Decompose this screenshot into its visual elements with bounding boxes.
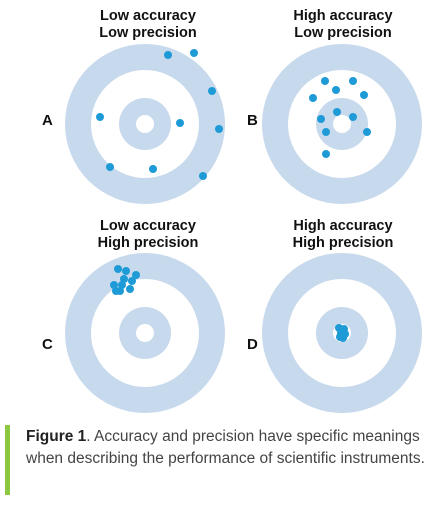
target-b-dot-1 — [321, 77, 329, 85]
panel-c-letter: C — [42, 336, 53, 353]
panel-b-letter: B — [247, 112, 258, 129]
panel-d-letter: D — [247, 336, 258, 353]
figure-label: Figure 1 — [26, 428, 87, 445]
caption-accent-bar — [5, 425, 10, 495]
target-c-dot-1 — [114, 265, 122, 273]
panel-d-title-precision: High precision — [292, 235, 394, 251]
target-c-dot-3 — [132, 271, 140, 279]
target-b-dot-4 — [360, 91, 368, 99]
target-c-dot-10 — [116, 287, 124, 295]
panel-b-title: High accuracy Low precision — [253, 8, 433, 42]
target-b-dot-9 — [317, 115, 325, 123]
panel-c-title-accuracy: Low accuracy — [100, 218, 196, 234]
target-a-dot-7 — [106, 163, 114, 171]
figure-caption-text: . Accuracy and precision have specific m… — [26, 428, 425, 467]
target-b-bullseye-hole — [333, 115, 351, 133]
target-b-dot-6 — [333, 108, 341, 116]
target-b-dot-7 — [349, 113, 357, 121]
target-b-dot-8 — [363, 128, 371, 136]
target-c-bullseye-hole — [136, 324, 154, 342]
panel-c-title: Low accuracy High precision — [58, 218, 238, 252]
target-a-dot-6 — [215, 125, 223, 133]
target-a-dot-5 — [96, 113, 104, 121]
target-a-dot-8 — [149, 165, 157, 173]
panel-b-title-precision: Low precision — [294, 25, 392, 41]
target-c — [65, 253, 225, 413]
target-b-dot-11 — [322, 150, 330, 158]
panel-a-title-accuracy: Low accuracy — [100, 8, 196, 24]
target-b-dot-10 — [322, 128, 330, 136]
target-c-dot-5 — [128, 277, 136, 285]
panel-a-title: Low accuracy Low precision — [58, 8, 238, 42]
target-b-dot-3 — [332, 86, 340, 94]
figure-caption: Figure 1. Accuracy and precision have sp… — [26, 426, 434, 470]
target-a-dot-1 — [164, 51, 172, 59]
target-d-dot-6 — [339, 334, 347, 342]
panel-a-letter: A — [42, 112, 53, 129]
panel-b-title-accuracy: High accuracy — [293, 8, 393, 24]
panel-c-title-precision: High precision — [97, 235, 199, 251]
target-a — [65, 44, 225, 204]
target-d — [262, 253, 422, 413]
target-c-dot-8 — [126, 285, 134, 293]
target-a-bullseye-hole — [136, 115, 154, 133]
target-a-dot-2 — [190, 49, 198, 57]
target-b-dot-2 — [349, 77, 357, 85]
panel-d-title: High accuracy High precision — [253, 218, 433, 252]
target-a-dot-4 — [176, 119, 184, 127]
panel-a-title-precision: Low precision — [99, 25, 197, 41]
target-a-dot-3 — [208, 87, 216, 95]
target-b — [262, 44, 422, 204]
target-b-dot-5 — [309, 94, 317, 102]
panel-d-title-accuracy: High accuracy — [293, 218, 393, 234]
target-a-dot-9 — [199, 172, 207, 180]
target-c-dot-2 — [122, 267, 130, 275]
